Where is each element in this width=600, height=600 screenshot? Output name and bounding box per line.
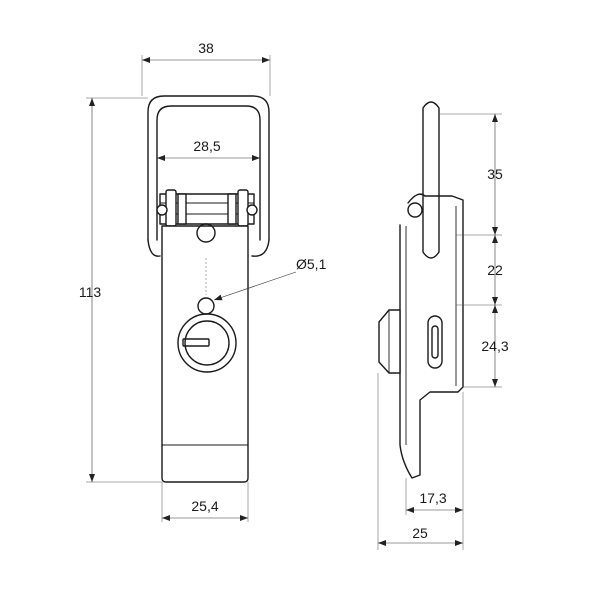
- side-view: [378, 101, 464, 479]
- side-shackle: [422, 101, 440, 259]
- dim-side-lower: 24,3: [481, 338, 508, 354]
- front-upper-hole: [196, 223, 216, 243]
- front-lock-cylinder-outer: [177, 313, 237, 373]
- front-body-plate: [161, 225, 249, 483]
- side-dimensions: 35 22 24,3 17,3 25: [377, 113, 509, 550]
- front-key-slot: [182, 338, 210, 347]
- front-view: [147, 95, 270, 483]
- side-lock-cylinder: [378, 309, 401, 374]
- dim-side-hook-width: 17,3: [419, 490, 446, 506]
- front-shackle-inner: [156, 105, 261, 241]
- dim-front-overall-width: 38: [198, 40, 214, 56]
- dim-side-upper: 35: [487, 166, 503, 182]
- dim-front-overall-height: 113: [79, 284, 102, 300]
- side-body: [399, 195, 464, 479]
- dim-hole-diameter: Ø5,1: [296, 256, 327, 272]
- dim-side-middle: 22: [487, 262, 503, 278]
- front-dimensions: 38 28,5 Ø5,1 113 25,4: [79, 40, 327, 522]
- front-lock-cylinder-inner: [184, 320, 230, 366]
- dim-front-inner-width: 28,5: [193, 138, 220, 154]
- side-key-slot: [427, 315, 443, 369]
- front-shackle-outer: [147, 95, 270, 241]
- dim-front-base-width: 25,4: [191, 498, 218, 514]
- dim-side-overall-depth: 25: [412, 525, 428, 541]
